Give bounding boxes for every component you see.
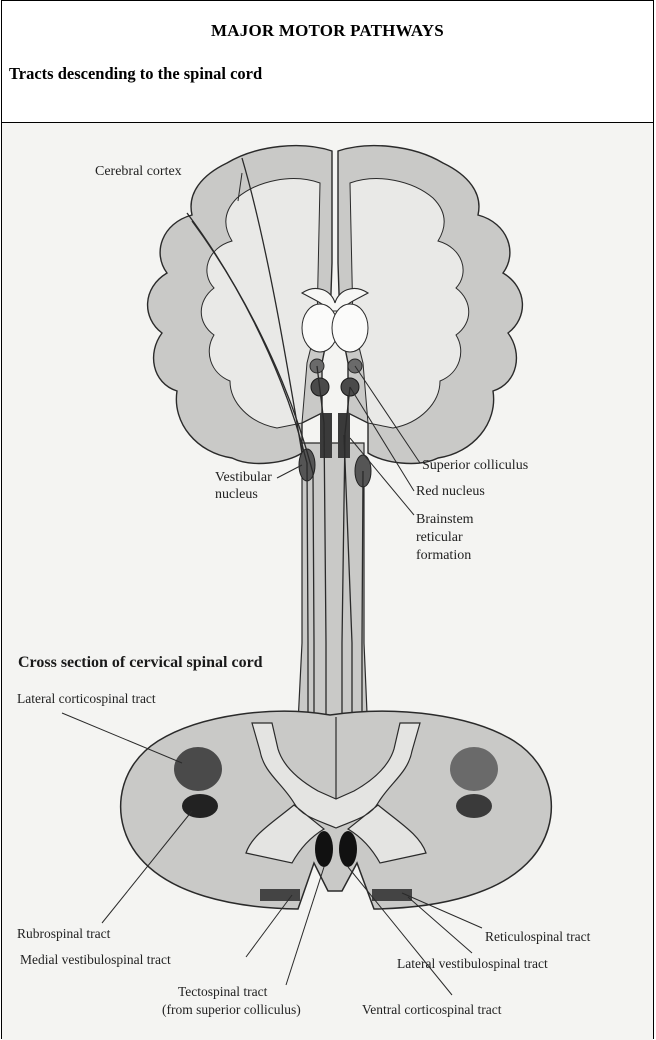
label-ventral-corticospinal: Ventral corticospinal tract: [362, 1002, 502, 1017]
label-vestibular-nucleus-1: Vestibular: [215, 470, 272, 485]
label-superior-colliculus: Superior colliculus: [422, 458, 528, 473]
label-brainstem-3: formation: [416, 548, 471, 563]
vestibulospinal-tract-left: [260, 889, 300, 901]
right-thalamus: [332, 304, 368, 352]
lateral-corticospinal-tract-right: [450, 747, 498, 791]
lateral-corticospinal-tract-left: [174, 747, 222, 791]
label-cerebral-cortex: Cerebral cortex: [95, 164, 182, 179]
header-section: MAJOR MOTOR PATHWAYS Tracts descending t…: [2, 1, 653, 123]
tectospinal-tract-right: [339, 831, 357, 867]
label-rubrospinal: Rubrospinal tract: [17, 926, 111, 941]
label-brainstem-1: Brainstem: [416, 512, 474, 527]
label-medial-vestibulospinal: Medial vestibulospinal tract: [20, 952, 171, 967]
label-tectospinal-2: (from superior colliculus): [162, 1002, 301, 1017]
page-title: MAJOR MOTOR PATHWAYS: [2, 21, 653, 41]
label-vestibular-nucleus-2: nucleus: [215, 487, 258, 502]
label-lateral-corticospinal: Lateral corticospinal tract: [17, 691, 156, 706]
brain-coronal-section: Cerebral cortex Superior colliculus Vest…: [95, 146, 528, 783]
page-subtitle: Tracts descending to the spinal cord: [9, 64, 262, 84]
rubrospinal-tract-right: [456, 794, 492, 818]
rubrospinal-tract-left: [182, 794, 218, 818]
motor-pathways-figure: Cerebral cortex Superior colliculus Vest…: [2, 123, 653, 1040]
cross-section-heading: Cross section of cervical spinal cord: [18, 654, 263, 671]
reticular-formation-left: [320, 413, 332, 458]
label-red-nucleus: Red nucleus: [416, 484, 485, 499]
diagram-svg: Cerebral cortex Superior colliculus Vest…: [2, 123, 653, 1038]
spinal-cord-cross-section: Lateral corticospinal tract Rubrospinal …: [17, 691, 591, 1017]
label-brainstem-2: reticular: [416, 530, 463, 545]
label-lateral-vestibulospinal: Lateral vestibulospinal tract: [397, 956, 548, 971]
label-reticulospinal: Reticulospinal tract: [485, 929, 591, 944]
label-tectospinal-1: Tectospinal tract: [178, 984, 268, 999]
tectospinal-tract-left: [315, 831, 333, 867]
